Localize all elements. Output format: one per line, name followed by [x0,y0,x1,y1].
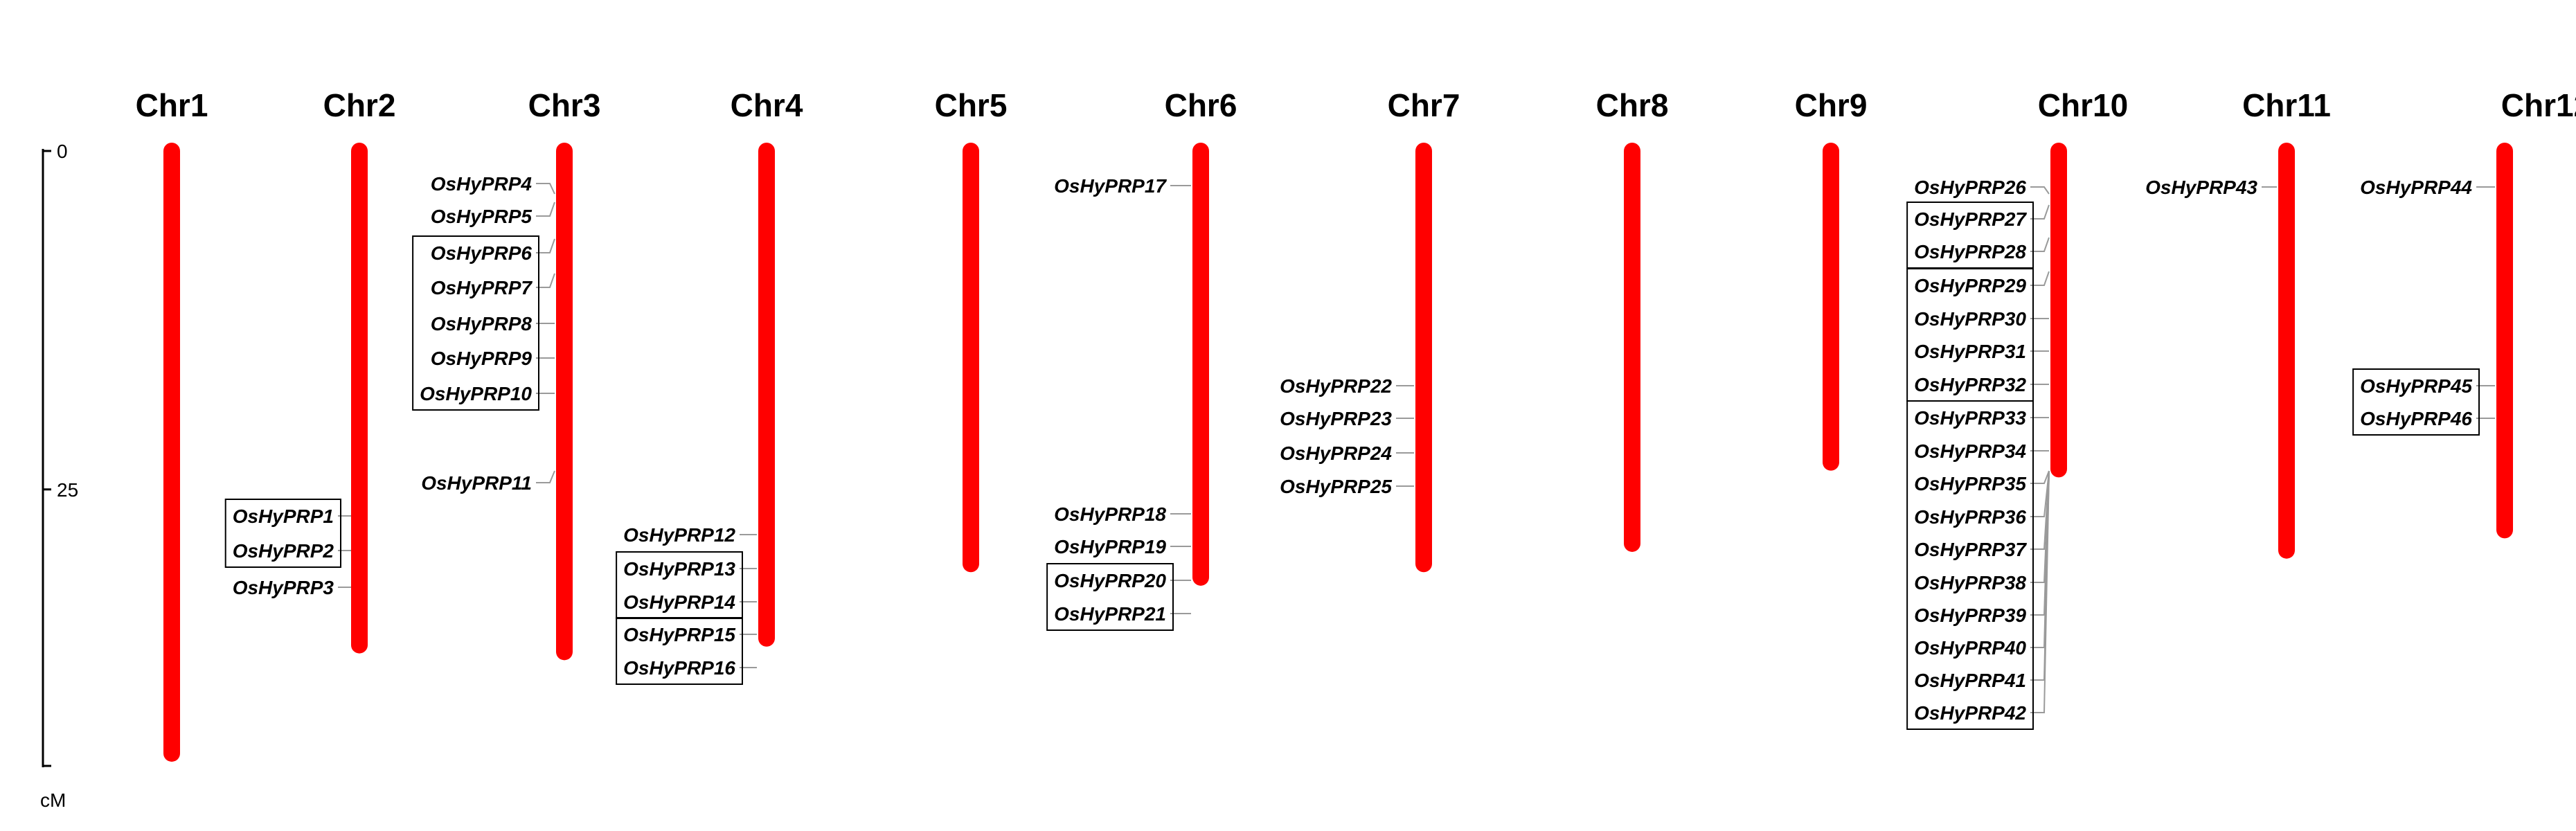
gene-label-oshyprp22: OsHyPRP22 [1280,375,1392,397]
gene-label-oshyprp33: OsHyPRP33 [1914,407,2026,429]
gene-label-oshyprp18: OsHyPRP18 [1054,503,1166,525]
scale-unit-label: cM [40,789,66,811]
gene-connector [536,273,555,288]
chromosome-label-chr8: Chr8 [1596,87,1669,123]
chromosome-label-chr2: Chr2 [323,87,396,123]
gene-connector [2030,237,2050,252]
gene-label-oshyprp8: OsHyPRP8 [431,313,533,334]
chromosome-label-chr9: Chr9 [1795,87,1868,123]
gene-label-oshyprp21: OsHyPRP21 [1054,603,1166,625]
chromosome-label-chr11: Chr11 [2242,87,2331,123]
gene-label-oshyprp12: OsHyPRP12 [623,524,735,546]
gene-connector [2030,470,2050,484]
tandem-cluster-box [224,499,341,568]
gene-label-oshyprp15: OsHyPRP15 [623,624,735,645]
gene-label-oshyprp13: OsHyPRP13 [623,558,735,580]
gene-label-oshyprp31: OsHyPRP31 [1914,341,2026,362]
tandem-cluster-box [616,617,743,685]
gene-label-oshyprp26: OsHyPRP26 [1914,177,2026,198]
gene-label-oshyprp41: OsHyPRP41 [1914,670,2026,691]
gene-label-oshyprp39: OsHyPRP39 [1914,605,2026,626]
gene-label-oshyprp34: OsHyPRP34 [1914,440,2026,462]
gene-label-oshyprp32: OsHyPRP32 [1914,374,2026,395]
gene-label-oshyprp27: OsHyPRP27 [1914,208,2027,230]
chromosome-label-chr5: Chr5 [935,87,1008,123]
gene-label-oshyprp2: OsHyPRP2 [233,540,334,562]
chromosomes: Chr1 Chr2 Chr3 Chr4 Chr5 Chr6 Chr7 Chr8 Chr9 Chr1… [136,87,2576,762]
gene-label-oshyprp23: OsHyPRP23 [1280,408,1392,429]
chromosome-label-chr6: Chr6 [1165,87,1237,123]
gene-label-oshyprp42: OsHyPRP42 [1914,702,2026,724]
gene-label-oshyprp28: OsHyPRP28 [1914,241,2026,262]
chromosome-label-chr3: Chr3 [528,87,601,123]
gene-connector [2030,271,2050,286]
gene-connector [536,202,555,217]
gene-label-oshyprp25: OsHyPRP25 [1280,476,1392,497]
gene-label-oshyprp44: OsHyPRP44 [2360,177,2472,198]
tandem-cluster-box [2352,368,2480,436]
gene-connectors [338,183,2495,713]
gene-label-oshyprp38: OsHyPRP38 [1914,572,2026,593]
gene-label-oshyprp9: OsHyPRP9 [431,348,533,369]
gene-label-oshyprp29: OsHyPRP29 [1914,275,2026,296]
gene-label-oshyprp36: OsHyPRP36 [1914,506,2026,528]
chromosome-label-chr10: Chr10 [2038,87,2128,123]
gene-connector [2030,204,2050,220]
gene-label-oshyprp43: OsHyPRP43 [2145,177,2257,198]
gene-connector [2030,186,2050,195]
gene-label-oshyprp17: OsHyPRP17 [1054,175,1167,197]
gene-label-oshyprp3: OsHyPRP3 [233,577,334,598]
tandem-cluster-boxes [224,202,2480,730]
gene-label-oshyprp7: OsHyPRP7 [431,277,533,298]
scale-tick-label: 25 [57,479,78,501]
gene-label-oshyprp1: OsHyPRP1 [233,506,334,527]
gene-connector [536,238,555,253]
gene-label-oshyprp46: OsHyPRP46 [2360,408,2472,429]
gene-label-oshyprp45: OsHyPRP45 [2360,375,2472,397]
gene-label-oshyprp30: OsHyPRP30 [1914,308,2026,330]
gene-label-oshyprp4: OsHyPRP4 [431,173,533,195]
chromosome-label-chr1: Chr1 [136,87,208,123]
gene-label-oshyprp37: OsHyPRP37 [1914,539,2027,560]
gene-label-oshyprp11: OsHyPRP11 [421,472,532,494]
tandem-cluster-box [1046,563,1174,631]
scale-bar: 0 25 cM [40,141,78,811]
gene-connector [536,470,555,483]
gene-label-oshyprp16: OsHyPRP16 [623,657,735,679]
gene-label-oshyprp40: OsHyPRP40 [1914,637,2026,659]
gene-connector [536,183,555,195]
chromosome-label-chr12: Chr12 [2501,87,2576,123]
tandem-cluster-box [1906,400,2034,730]
gene-label-oshyprp10: OsHyPRP10 [420,383,532,404]
gene-label-oshyprp24: OsHyPRP24 [1280,443,1392,464]
gene-label-oshyprp35: OsHyPRP35 [1914,473,2026,494]
gene-label-oshyprp6: OsHyPRP6 [431,242,533,264]
gene-label-oshyprp5: OsHyPRP5 [431,206,533,227]
chromosome-label-chr4: Chr4 [731,87,803,123]
gene-label-oshyprp20: OsHyPRP20 [1054,570,1166,591]
chromosome-label-chr7: Chr7 [1388,87,1460,123]
scale-tick-label: 0 [57,141,68,162]
gene-label-oshyprp14: OsHyPRP14 [623,591,735,613]
tandem-cluster-box [412,235,539,411]
gene-label-oshyprp19: OsHyPRP19 [1054,536,1166,557]
gene-connector [2030,470,2050,713]
